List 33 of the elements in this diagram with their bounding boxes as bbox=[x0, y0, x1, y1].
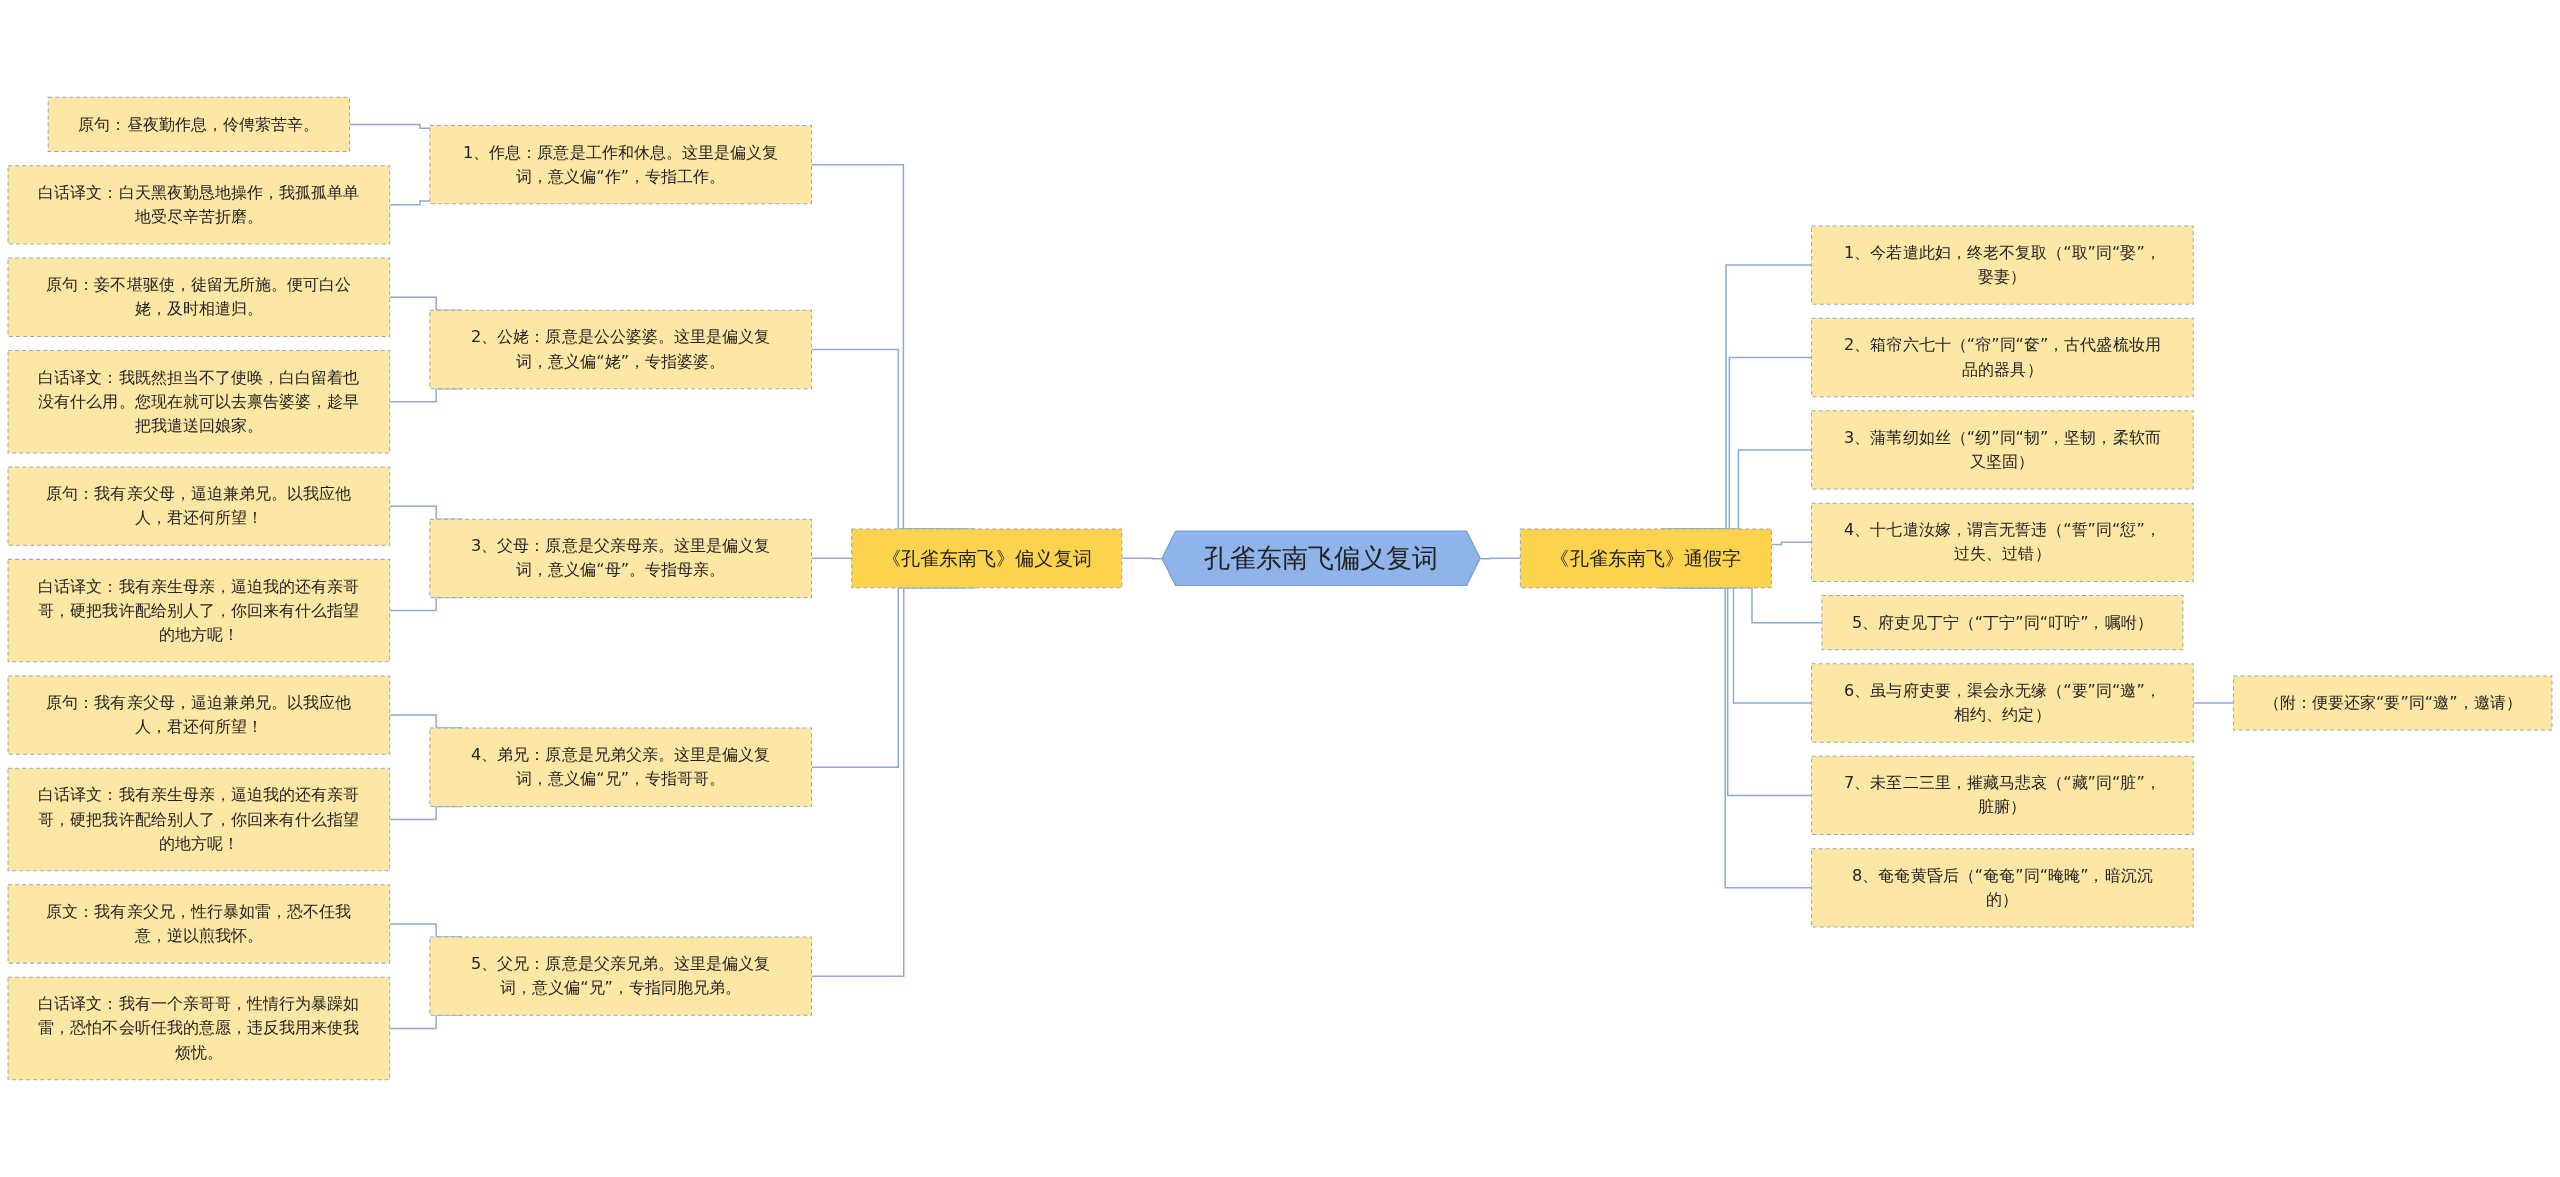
node-box: 4、弟兄：原意是兄弟父亲。这里是偏义复词，意义偏“兄”，专指哥哥。 bbox=[429, 727, 812, 807]
node-box: 7、未至二三里，摧藏马悲哀（“藏”同“脏”，脏腑） bbox=[1811, 755, 2194, 836]
node-box: 《孔雀东南飞》通假字 bbox=[1519, 528, 1772, 589]
node-box: 白话译文：我既然担当不了使唤，白白留着也没有什么用。您现在就可以去禀告婆婆，趁早把我遣送回娘家。 bbox=[7, 349, 391, 454]
connector bbox=[2192, 702, 2235, 704]
node-box: 3、蒲苇纫如丝（“纫”同“韧”，坚韧，柔软而又坚固） bbox=[1811, 410, 2194, 490]
connector bbox=[388, 200, 431, 206]
node-box: 原句：妾不堪驱使，徒留无所施。便可白公姥，及时相遣归。 bbox=[7, 257, 391, 337]
node-box: 5、府吏见丁宁（“丁宁”同“叮咛”，嘱咐） bbox=[1821, 595, 2184, 651]
node-box: 原文：我有亲父兄，性行暴如雷，恐不任我意，逆以煎我怀。 bbox=[7, 884, 391, 964]
node-box: 1、作息：原意是工作和休息。这里是偏义复词，意义偏“作”，专指工作。 bbox=[429, 125, 812, 205]
connector bbox=[1770, 541, 1813, 546]
node-box: 白话译文：我有亲生母亲，逼迫我的还有亲哥哥，硬把我许配给别人了，你回来有什么指望的地方呢！ bbox=[7, 767, 391, 872]
node-box: 2、公姥：原意是公公婆婆。这里是偏义复词，意义偏“姥”，专指婆婆。 bbox=[429, 309, 812, 390]
node-box: 《孔雀东南飞》偏义复词 bbox=[851, 528, 1123, 589]
node-box: 白话译文：我有一个亲哥哥，性情行为暴躁如雷，恐怕不会听任我的意愿，违反我用来使我烦忧。 bbox=[7, 976, 391, 1081]
node-box: 1、今若遣此妇，终老不复取（“取”同“娶”，娶妻） bbox=[1811, 225, 2194, 305]
connector bbox=[810, 557, 853, 560]
node-box: 4、十七遣汝嫁，谓言无誓违（“誓”同“愆”，过失、过错） bbox=[1811, 502, 2194, 582]
node-box: 6、虽与府吏要，渠会永无缘（“要”同“邀”，相约、约定） bbox=[1811, 663, 2194, 743]
node-box: 原句：昼夜勤作息，伶俜萦苦辛。 bbox=[47, 96, 350, 153]
node-box: 5、父兄：原意是父亲兄弟。这里是偏义复词，意义偏“兄”，专指同胞兄弟。 bbox=[429, 936, 812, 1016]
node-box: 3、父母：原意是父亲母亲。这里是偏义复词，意义偏“母”。专指母亲。 bbox=[429, 518, 812, 599]
connector bbox=[1479, 557, 1522, 560]
node-box: 白话译文：我有亲生母亲，逼迫我的还有亲哥哥，硬把我许配给别人了，你回来有什么指望的地方呢！ bbox=[7, 558, 391, 663]
node-box: 原句：我有亲父母，逼迫兼弟兄。以我应他人，君还何所望！ bbox=[7, 466, 391, 546]
node-box: 8、奄奄黄昏后（“奄奄”同“晻晻”，暗沉沉的） bbox=[1811, 848, 2194, 928]
node-box: 原句：我有亲父母，逼迫兼弟兄。以我应他人，君还何所望！ bbox=[7, 675, 391, 755]
connector bbox=[1121, 557, 1164, 560]
node-box: （附：便要还家“要”同“邀”，邀请） bbox=[2232, 675, 2553, 731]
connector bbox=[348, 123, 431, 130]
node-box: 2、箱帘六七十（“帘”同“奁”，古代盛梳妆用品的器具） bbox=[1811, 317, 2194, 398]
node-box: 白话译文：白天黑夜勤恳地操作，我孤孤单单地受尽辛苦折磨。 bbox=[7, 165, 391, 245]
